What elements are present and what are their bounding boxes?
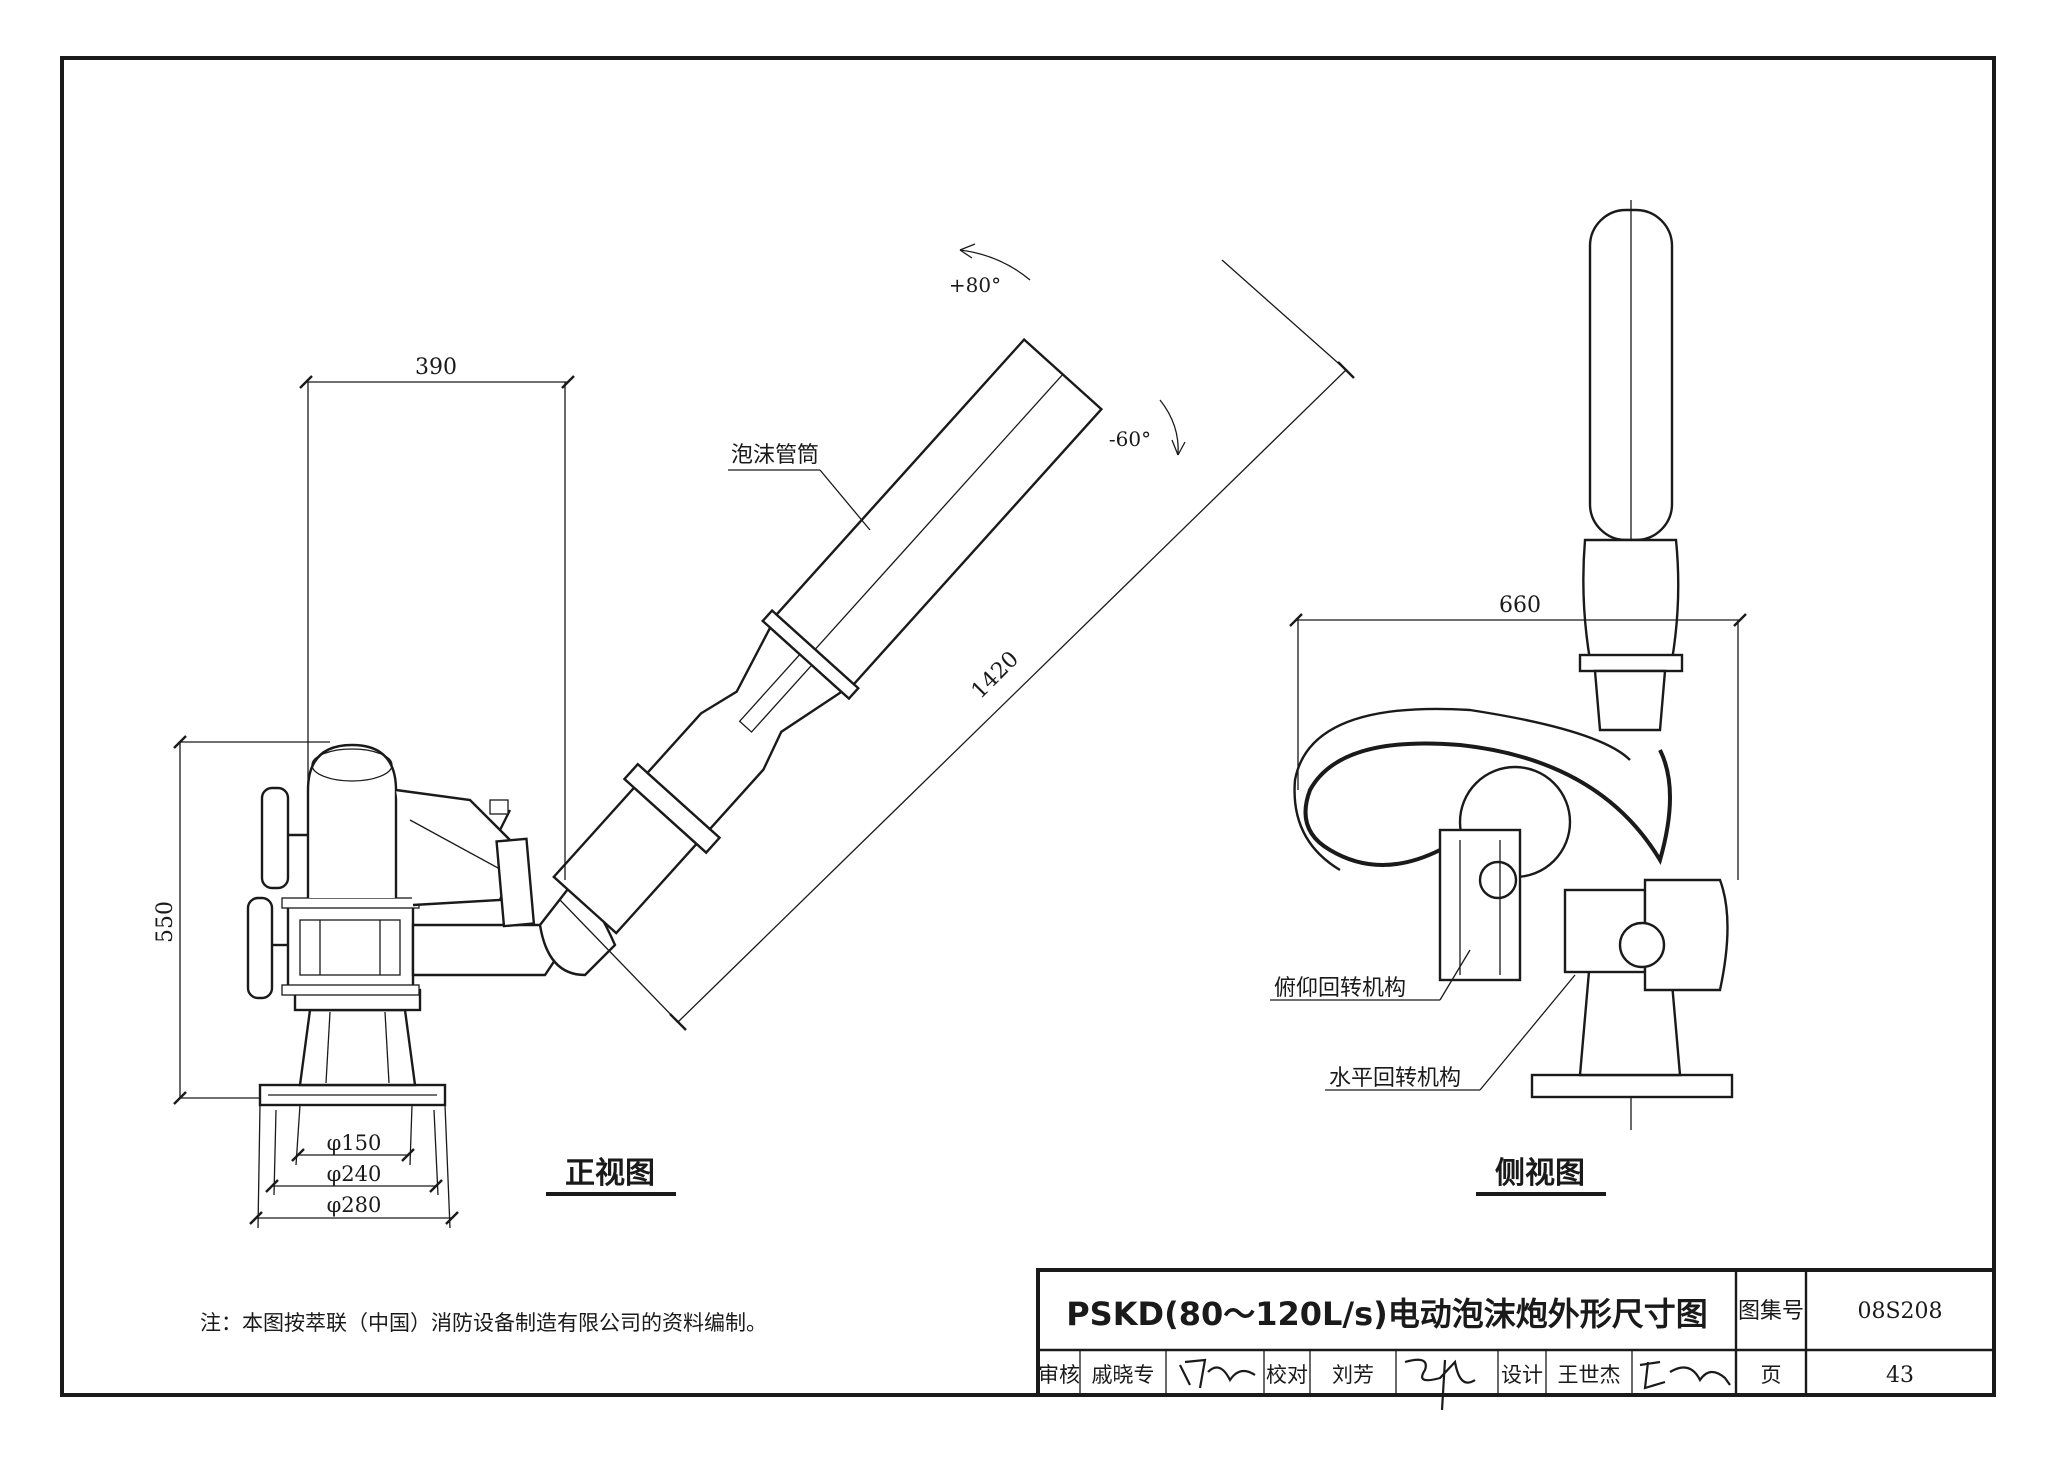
dim-1420-label: 1420 — [967, 647, 1024, 704]
page-number: 43 — [1886, 1363, 1914, 1388]
checker-name: 刘芳 — [1332, 1363, 1374, 1387]
dim-390-label: 390 — [415, 355, 457, 380]
designer-name: 王世杰 — [1558, 1363, 1621, 1387]
review-label: 审核 — [1038, 1363, 1080, 1387]
side-view-title: 侧视图 — [1495, 1156, 1585, 1191]
dim-550-label: 550 — [153, 901, 178, 943]
drawing-title: PSKD(80～120L/s)电动泡沫炮外形尺寸图 — [1066, 1295, 1708, 1333]
dim-660-label: 660 — [1499, 593, 1541, 618]
side-view — [1270, 200, 1747, 1130]
front-view-title: 正视图 — [565, 1156, 655, 1191]
page-label: 页 — [1761, 1363, 1782, 1387]
barrel-label: 泡沫管筒 — [731, 443, 819, 468]
angle-up-label: +80° — [949, 273, 1001, 297]
front-view — [173, 243, 1355, 1229]
reviewer-signature — [1179, 1358, 1256, 1389]
drawing-frame — [60, 56, 1996, 1397]
check-label: 校对 — [1266, 1363, 1308, 1387]
design-label: 设计 — [1501, 1363, 1543, 1387]
horizontal-mechanism-label: 水平回转机构 — [1329, 1066, 1461, 1091]
pitch-mechanism-label: 俯仰回转机构 — [1274, 976, 1406, 1001]
checker-signature — [1404, 1358, 1476, 1411]
dim-d150-label: φ150 — [327, 1131, 382, 1155]
title-block — [1036, 1268, 1996, 1411]
atlas-number: 08S208 — [1857, 1299, 1942, 1324]
designer-signature — [1639, 1360, 1731, 1390]
dim-d280-label: φ280 — [327, 1193, 382, 1217]
atlas-label: 图集号 — [1738, 1299, 1804, 1324]
reviewer-name: 戚晓专 — [1092, 1363, 1155, 1387]
dim-d240-label: φ240 — [327, 1162, 382, 1186]
angle-down-label: -60° — [1109, 427, 1151, 451]
note-text: 注：本图按萃联（中国）消防设备制造有限公司的资料编制。 — [200, 1311, 767, 1335]
